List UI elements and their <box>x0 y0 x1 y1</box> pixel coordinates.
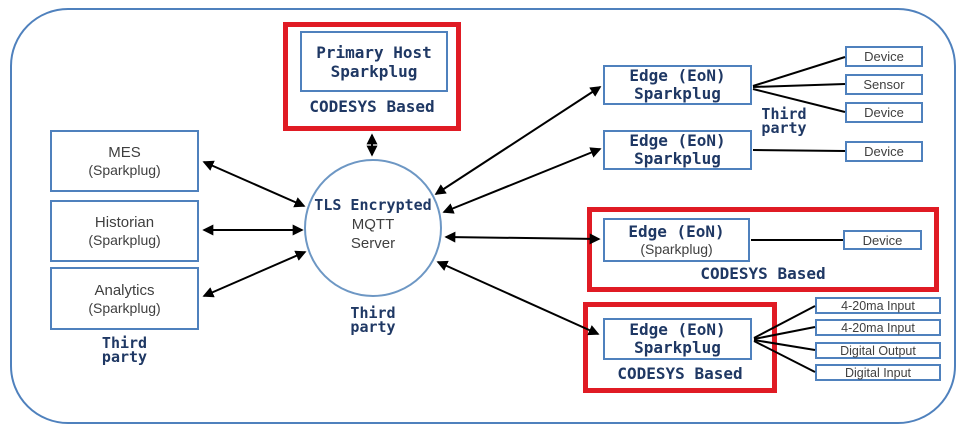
edge-node-3-line1: Edge (EoN) <box>628 221 725 241</box>
edge-node-4-caption: CODESYS Based <box>617 364 743 383</box>
node-historian-subtitle: (Sparkplug) <box>88 232 161 248</box>
io-module-3: Digital Output <box>815 342 941 359</box>
edge-node-2: Edge (EoN) Sparkplug <box>603 130 752 170</box>
node-analytics-title: Analytics <box>94 281 155 299</box>
node-mes: MES (Sparkplug) <box>50 130 199 192</box>
edge-node-1-line2: Sparkplug <box>634 84 721 103</box>
edge-node-1: Edge (EoN) Sparkplug <box>603 65 752 105</box>
primary-host-line2: Sparkplug <box>330 61 418 81</box>
node-analytics-subtitle: (Sparkplug) <box>88 299 161 316</box>
device-box-1: Device <box>845 46 923 67</box>
broker-line1: MQTT <box>351 215 395 233</box>
node-mes-subtitle: (Sparkplug) <box>88 162 161 178</box>
primary-host-node: Primary Host Sparkplug <box>300 31 448 92</box>
edge-node-2-line1: Edge (EoN) <box>629 131 726 150</box>
broker-caption: Third party <box>350 304 396 336</box>
node-analytics: Analytics (Sparkplug) <box>50 267 199 330</box>
edge-node-4-line2: Sparkplug <box>634 338 721 357</box>
primary-host-caption: CODESYS Based <box>309 97 435 116</box>
edge-node-4: Edge (EoN) Sparkplug <box>603 318 752 360</box>
node-historian-title: Historian <box>94 214 155 231</box>
device-box-4: Device <box>843 230 922 250</box>
node-historian: Historian (Sparkplug) <box>50 200 199 262</box>
broker-title: TLS Encrypted <box>314 195 432 214</box>
edge-node-3: Edge (EoN) (Sparkplug) <box>603 218 750 262</box>
node-mes-title: MES <box>108 144 141 161</box>
device-box-2: Device <box>845 102 923 123</box>
edge-node-1-line1: Edge (EoN) <box>629 66 726 85</box>
edge-node-4-line1: Edge (EoN) <box>629 320 726 339</box>
mqtt-broker-node: TLS Encrypted MQTT Server <box>304 159 442 297</box>
io-module-2: 4-20ma Input <box>815 319 941 336</box>
edge-node-3-line2: (Sparkplug) <box>640 240 713 257</box>
right-group-caption: Third party <box>761 105 807 137</box>
edge-node-3-caption: CODESYS Based <box>700 264 826 283</box>
broker-line2: Server <box>350 234 396 252</box>
sensor-box: Sensor <box>845 74 923 95</box>
diagram-outer-frame <box>10 8 956 424</box>
io-module-1: 4-20ma Input <box>815 297 941 314</box>
primary-host-line1: Primary Host <box>316 42 432 62</box>
edge-node-3-highlight-box <box>587 207 939 292</box>
io-module-4: Digital Input <box>815 364 941 381</box>
edge-node-2-line2: Sparkplug <box>634 149 721 168</box>
primary-host-highlight-box <box>283 22 461 131</box>
device-box-3: Device <box>845 141 923 162</box>
left-group-caption: Third party <box>101 334 148 366</box>
